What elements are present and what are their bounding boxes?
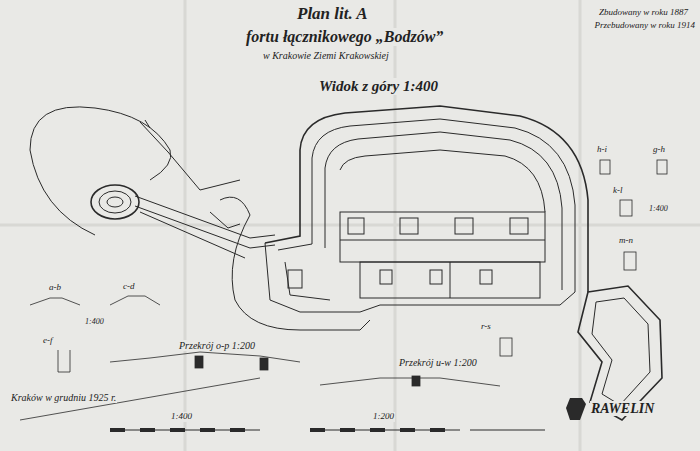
plan-label: g-h xyxy=(652,145,666,155)
plan-label: Zbudowany w roku 1887 xyxy=(598,8,689,18)
plan-label: 1:400 xyxy=(84,318,105,327)
plan-label: fortu łącznikowego „Bodzów” xyxy=(245,28,444,46)
plan-label: 1:400 xyxy=(170,412,193,422)
plan-label: 1:400 xyxy=(648,205,669,214)
plan-label: Kraków w grudniu 1925 r. xyxy=(10,392,117,403)
plan-label: Widok z góry 1:400 xyxy=(318,78,439,95)
plan-label: 1:200 xyxy=(372,412,395,422)
plan-label: h-i xyxy=(596,145,608,155)
plan-label: c-d xyxy=(122,282,136,292)
plan-label: m-n xyxy=(618,236,634,246)
plan-label: k-l xyxy=(612,186,624,196)
plan-label: w Krakowie Ziemi Krakowskiej xyxy=(262,50,390,61)
plan-label: e-f xyxy=(42,336,54,346)
plan-label: a-b xyxy=(48,283,62,293)
plan-title: Plan lit. A xyxy=(296,5,369,24)
plan-label: Przekrój o-p 1:200 xyxy=(178,340,256,351)
plan-label: Przekrój u-w 1:200 xyxy=(398,357,478,368)
plan-label: r-s xyxy=(480,322,492,332)
plan-label: Przebudowany w roku 1914 xyxy=(594,21,696,31)
watermark: RAWELIN xyxy=(590,401,655,416)
